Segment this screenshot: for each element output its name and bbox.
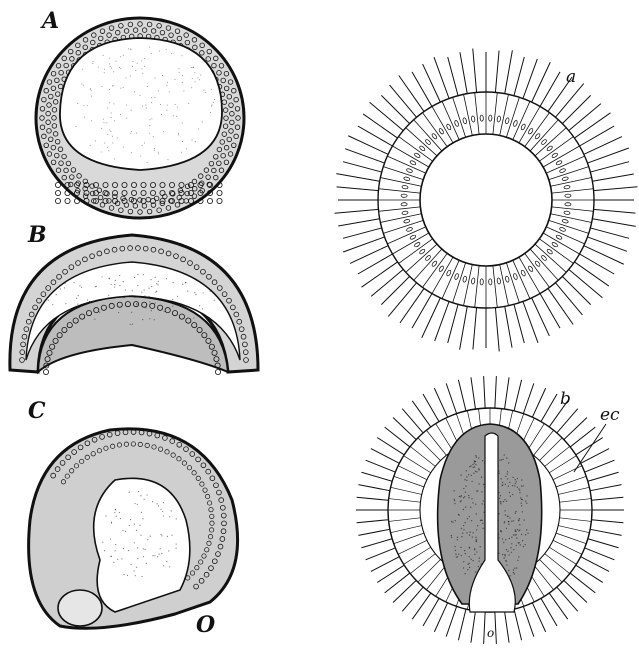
panel-C-opening bbox=[58, 590, 102, 626]
panel-a-blastocoel bbox=[420, 134, 552, 266]
panel-C-drawing bbox=[29, 429, 238, 628]
ectoderm-label: ec bbox=[600, 405, 620, 425]
panel-label-a: a bbox=[566, 67, 576, 87]
panel-C-cavity bbox=[94, 478, 190, 612]
panel-B-drawing bbox=[10, 235, 258, 375]
panel-b-drawing bbox=[356, 376, 624, 644]
panel-label-b: b bbox=[560, 389, 571, 409]
mouth-label-o: o bbox=[487, 626, 494, 640]
panel-label-B: B bbox=[27, 222, 47, 248]
opening-label-O: O bbox=[196, 612, 215, 638]
panel-A-drawing bbox=[36, 18, 244, 218]
panel-A-cavity bbox=[60, 38, 222, 170]
panel-a-drawing bbox=[335, 49, 638, 352]
panel-label-C: C bbox=[28, 398, 46, 424]
panel-label-A: A bbox=[40, 8, 59, 34]
